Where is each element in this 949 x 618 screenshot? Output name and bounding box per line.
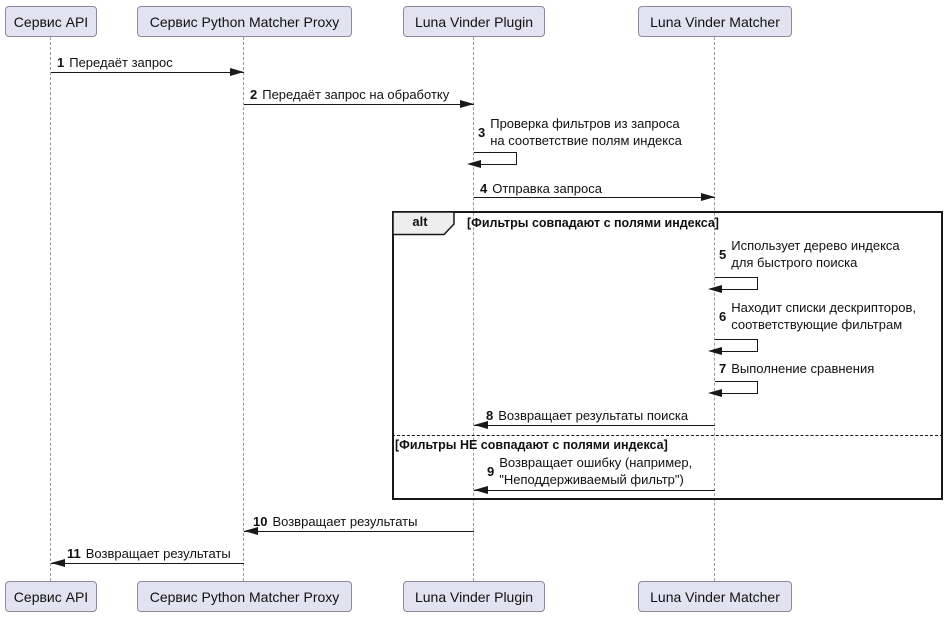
participant-label: Luna Vinder Plugin: [414, 13, 534, 30]
message-8-label: 8 Возвращает результаты поиска: [486, 407, 688, 424]
participant-top-service-api: Сервис API: [5, 6, 97, 37]
message-6-text: Находит списки дескрипторов, соответству…: [731, 300, 916, 332]
participant-bottom-luna-vinder-matcher: Luna Vinder Matcher: [638, 581, 792, 612]
message-11-text: Возвращает результаты: [85, 546, 231, 561]
alt-condition-match: [Фильтры совпадают с полями индекса]: [467, 216, 719, 230]
message-5-text: Использует дерево индекса для быстрого п…: [731, 238, 900, 270]
message-6-number: 6: [719, 308, 727, 324]
participant-label: Сервис API: [13, 588, 89, 605]
participant-label: Сервис Python Matcher Proxy: [149, 13, 340, 30]
message-10-label: 10 Возвращает результаты: [253, 513, 417, 530]
alt-condition-no-match: [Фильтры НЕ совпадают с полями индекса]: [395, 438, 668, 452]
message-6-self-arrow: [708, 339, 758, 355]
message-9-arrow: [474, 486, 715, 494]
message-11-arrow: [51, 559, 244, 567]
participant-label: Luna Vinder Matcher: [650, 13, 780, 30]
message-3-label: 3 Проверка фильтров из запроса на соотве…: [478, 115, 682, 149]
participant-top-python-matcher-proxy: Сервис Python Matcher Proxy: [137, 6, 352, 37]
message-11-number: 11: [67, 546, 81, 561]
message-9-label: 9 Возвращает ошибку (например, "Неподдер…: [487, 454, 692, 488]
participant-bottom-luna-vinder-plugin: Luna Vinder Plugin: [403, 581, 545, 612]
arrowhead-left-icon: [467, 160, 481, 168]
message-2-label: 2 Передаёт запрос на обработку: [250, 86, 449, 103]
participant-label: Сервис Python Matcher Proxy: [149, 588, 340, 605]
participant-bottom-service-api: Сервис API: [5, 581, 97, 612]
participant-bottom-python-matcher-proxy: Сервис Python Matcher Proxy: [137, 581, 352, 612]
message-3-text: Проверка фильтров из запроса на соответс…: [490, 116, 682, 148]
message-11-label: 11 Возвращает результаты: [67, 545, 231, 562]
message-7-number: 7: [719, 361, 727, 376]
message-1-number: 1: [57, 55, 65, 70]
message-2-text: Передаёт запрос на обработку: [262, 87, 450, 102]
message-4-arrow: [474, 193, 715, 201]
message-10-arrow: [244, 527, 474, 535]
message-7-text: Выполнение сравнения: [731, 361, 875, 376]
lifeline-service-api: [50, 37, 51, 581]
message-4-label: 4 Отправка запроса: [480, 180, 602, 197]
message-1-arrow: [51, 68, 244, 76]
arrowhead-left-icon: [474, 486, 488, 494]
alt-operator-badge: [392, 211, 455, 236]
message-3-self-arrow: [467, 152, 517, 168]
message-8-number: 8: [486, 408, 494, 423]
lifeline-luna-vinder-plugin: [473, 37, 474, 581]
message-7-label: 7 Выполнение сравнения: [719, 360, 874, 377]
message-4-number: 4: [480, 181, 488, 196]
alt-operator-label: alt: [412, 214, 428, 229]
arrowhead-right-icon: [701, 193, 715, 201]
alt-frame: alt: [392, 211, 943, 500]
message-8-text: Возвращает результаты поиска: [498, 408, 689, 423]
message-2-number: 2: [250, 87, 258, 102]
message-5-number: 5: [719, 246, 727, 262]
arrowhead-left-icon: [708, 389, 722, 397]
alt-divider: [392, 435, 943, 436]
participant-top-luna-vinder-plugin: Luna Vinder Plugin: [403, 6, 545, 37]
arrowhead-left-icon: [708, 285, 722, 293]
message-10-text: Возвращает результаты: [272, 514, 418, 529]
message-9-text: Возвращает ошибку (например, "Неподдержи…: [499, 455, 693, 487]
arrowhead-left-icon: [708, 347, 722, 355]
arrowhead-left-icon: [51, 559, 65, 567]
message-2-arrow: [244, 100, 474, 108]
message-8-arrow: [474, 421, 715, 429]
message-4-text: Отправка запроса: [492, 181, 602, 196]
message-5-self-arrow: [708, 277, 758, 293]
arrowhead-left-icon: [244, 527, 258, 535]
message-1-label: 1 Передаёт запрос: [57, 54, 173, 71]
message-10-number: 10: [253, 514, 268, 529]
participant-label: Luna Vinder Matcher: [650, 588, 780, 605]
message-9-number: 9: [487, 463, 495, 479]
lifeline-python-matcher-proxy: [243, 37, 244, 581]
arrowhead-left-icon: [474, 421, 488, 429]
arrowhead-right-icon: [460, 100, 474, 108]
participant-top-luna-vinder-matcher: Luna Vinder Matcher: [638, 6, 792, 37]
arrowhead-right-icon: [230, 68, 244, 76]
message-6-label: 6 Находит списки дескрипторов, соответст…: [719, 299, 916, 333]
message-5-label: 5 Использует дерево индекса для быстрого…: [719, 237, 900, 271]
participant-label: Сервис API: [13, 13, 89, 30]
lifeline-luna-vinder-matcher: [714, 37, 715, 581]
message-3-number: 3: [478, 124, 486, 140]
message-1-text: Передаёт запрос: [69, 55, 173, 70]
message-7-self-arrow: [708, 381, 758, 397]
participant-label: Luna Vinder Plugin: [414, 588, 534, 605]
